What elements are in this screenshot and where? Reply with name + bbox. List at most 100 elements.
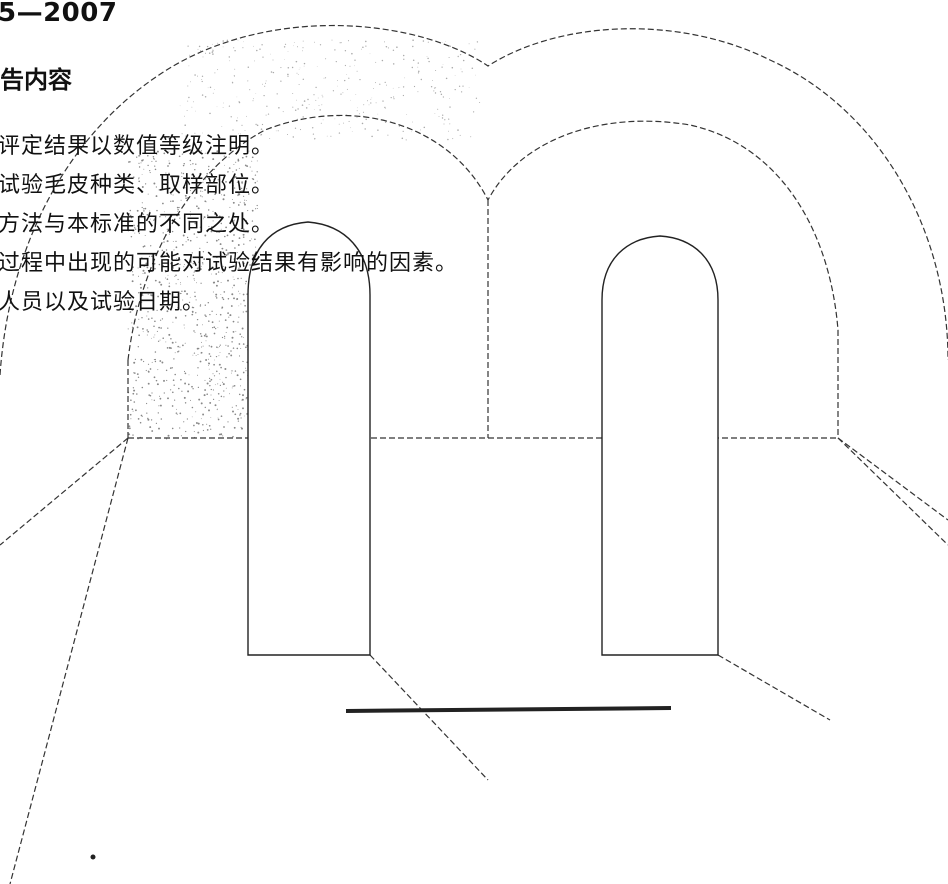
speckle-dot [240, 417, 242, 419]
speckle-dot [344, 50, 347, 52]
speckle-dot [454, 74, 456, 76]
speckle-dot [229, 60, 231, 62]
speckle-dot [211, 310, 213, 312]
speckle-dot [212, 373, 214, 375]
speckle-dot [218, 231, 220, 233]
speckle-dot [222, 435, 224, 437]
speckle-dot [247, 232, 249, 234]
speckle-dot [155, 160, 157, 162]
speckle-dot [196, 347, 199, 350]
speckle-dot [249, 264, 251, 266]
speckle-dot [239, 190, 242, 193]
speckle-dot [207, 209, 210, 211]
speckle-dot [138, 178, 140, 180]
speckle-dot [213, 179, 215, 181]
speckle-dot [427, 41, 429, 43]
speckle-dot [176, 175, 178, 178]
speckle-dot [149, 394, 152, 397]
speckle-dot [211, 273, 213, 275]
speckle-dot [190, 149, 193, 152]
speckle-dot [166, 240, 169, 243]
speckle-dot [209, 384, 211, 387]
speckle-dot [215, 273, 218, 275]
speckle-dot [202, 424, 204, 426]
speckle-dot [457, 129, 459, 131]
speckle-dot [236, 119, 238, 122]
speckle-dot [217, 69, 219, 71]
speckle-dot [144, 183, 147, 185]
speckle-dot [146, 334, 148, 336]
speckle-dot [196, 318, 199, 321]
speckle-dot [200, 150, 203, 152]
speckle-dot [200, 418, 202, 420]
speckle-dot [133, 401, 136, 403]
speckle-dot [201, 196, 203, 198]
speckle-dot [228, 56, 231, 58]
speckle-dot [147, 330, 150, 333]
speckle-dot [151, 430, 154, 432]
speckle-dot [227, 171, 229, 173]
speckle-dot [220, 366, 222, 369]
speckle-dot [217, 347, 219, 349]
speckle-dot [168, 162, 171, 165]
speckle-dot [182, 164, 185, 167]
speckle-dot [242, 47, 244, 49]
speckle-dot [202, 181, 204, 183]
speckle-dot [216, 231, 218, 233]
speckle-dot [287, 73, 289, 76]
speckle-dot [179, 270, 181, 272]
speckle-dot [189, 159, 192, 162]
speckle-dot [242, 195, 245, 197]
speckle-dot [137, 376, 140, 379]
speckle-dot [163, 241, 165, 243]
speckle-dot [170, 303, 172, 305]
speckle-dot [351, 52, 353, 55]
speckle-dot [251, 156, 254, 159]
speckle-dot [265, 80, 267, 82]
speckle-dot [181, 133, 183, 135]
speckle-dot [417, 72, 420, 74]
speckle-dot [433, 87, 436, 89]
speckle-dot [219, 384, 222, 387]
speckle-dot [219, 313, 222, 316]
speckle-dot [233, 258, 236, 261]
speckle-dot [153, 399, 155, 401]
speckle-dot [206, 172, 209, 175]
speckle-dot [242, 233, 245, 236]
speckle-dot [200, 304, 202, 306]
speckle-dot [184, 115, 186, 117]
speckle-dot [151, 361, 153, 363]
speckle-dot [165, 369, 168, 372]
speckle-dot [219, 378, 221, 380]
speckle-dot [211, 51, 214, 53]
speckle-dot [198, 266, 200, 268]
speckle-dot [174, 275, 176, 277]
speckle-dot [369, 53, 371, 55]
speckle-dot [177, 278, 179, 281]
speckle-dot [200, 346, 203, 348]
speckle-dot [153, 182, 156, 185]
speckle-dot [264, 82, 267, 84]
speckle-dot [384, 121, 387, 123]
speckle-dot [345, 114, 347, 115]
speckle-dot [128, 427, 131, 430]
speckle-dot [441, 117, 444, 119]
speckle-dot [216, 256, 218, 259]
speckle-dot [287, 75, 289, 77]
speckle-dot [204, 152, 206, 154]
speckle-dot [173, 384, 175, 386]
speckle-dot [449, 98, 450, 99]
speckle-dot [254, 238, 256, 241]
speckle-dot [454, 88, 456, 91]
speckle-dot [433, 90, 435, 92]
speckle-dot [294, 127, 297, 129]
speckle-dot [201, 132, 203, 134]
speckle-dot [243, 299, 245, 302]
speckle-dot [221, 247, 224, 250]
speckle-dot [198, 45, 201, 48]
speckle-dot [215, 293, 218, 296]
speckle-dot [210, 428, 212, 430]
speckle-dot [153, 158, 155, 160]
speckle-dot [147, 193, 149, 195]
speckle-dot [452, 138, 454, 140]
